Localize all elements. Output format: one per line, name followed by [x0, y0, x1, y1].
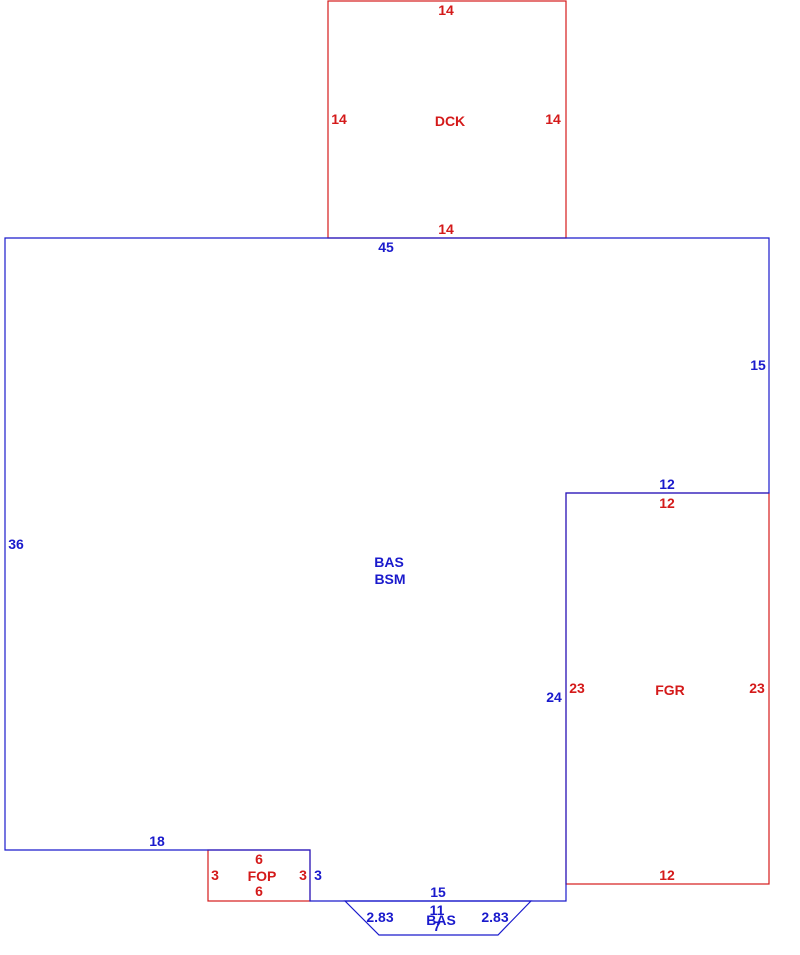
- main-label-bsm: BSM: [374, 571, 405, 587]
- garage-label: FGR: [655, 682, 685, 698]
- main-bottom-left-dim: 18: [149, 833, 165, 849]
- garage-top-dim: 12: [659, 495, 675, 511]
- deck-area: 14 14 14 14 DCK: [327, 0, 567, 239]
- porch-left-dim: 3: [211, 867, 219, 883]
- bay-top-dim: 11: [430, 902, 445, 918]
- bay-bottom-dim: 7: [433, 918, 441, 934]
- deck-right-dim: 14: [545, 111, 561, 127]
- bay-label: BAS: [426, 912, 456, 928]
- bay-left-dim: 2.83: [366, 909, 393, 925]
- porch-right-dim: 3: [299, 867, 307, 883]
- porch-area: 6 3 3 6 FOP: [207, 849, 311, 902]
- main-inner-right-dim: 24: [546, 689, 562, 705]
- deck-left-dim: 14: [331, 111, 347, 127]
- main-right-dim: 15: [750, 357, 766, 373]
- bay-area: 11 2.83 2.83 7 BAS: [343, 900, 533, 936]
- deck-label: DCK: [435, 113, 465, 129]
- deck-top-dim: 14: [438, 2, 454, 18]
- porch-label: FOP: [248, 868, 277, 884]
- main-porch-side-dim: 3: [314, 867, 322, 883]
- main-step-dim: 12: [659, 476, 675, 492]
- main-top-dim: 45: [378, 239, 394, 255]
- main-label-bas: BAS: [374, 554, 404, 570]
- main-bottom-dim: 15: [430, 884, 446, 900]
- main-outline: [4, 237, 770, 902]
- main-area: 45 15 36 12 24 18 3 15 BAS BSM: [4, 237, 770, 902]
- garage-area: 12 23 23 12 FGR: [565, 492, 770, 885]
- bay-right-dim: 2.83: [481, 909, 508, 925]
- garage-right-dim: 23: [749, 680, 765, 696]
- garage-bottom-dim: 12: [659, 867, 675, 883]
- garage-left-dim: 23: [569, 680, 585, 696]
- deck-bottom-dim: 14: [438, 221, 454, 237]
- main-left-dim: 36: [8, 536, 24, 552]
- porch-bottom-dim: 6: [255, 883, 263, 899]
- bay-outline: [343, 900, 533, 936]
- porch-top-dim: 6: [255, 851, 263, 867]
